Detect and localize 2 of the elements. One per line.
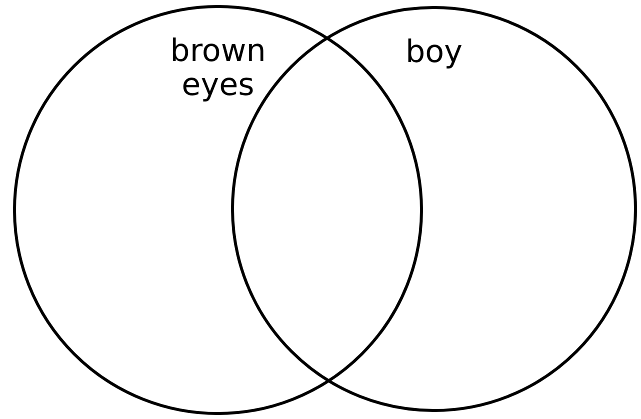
set-label: boy <box>404 35 464 69</box>
set-label: brown eyes <box>169 34 267 102</box>
